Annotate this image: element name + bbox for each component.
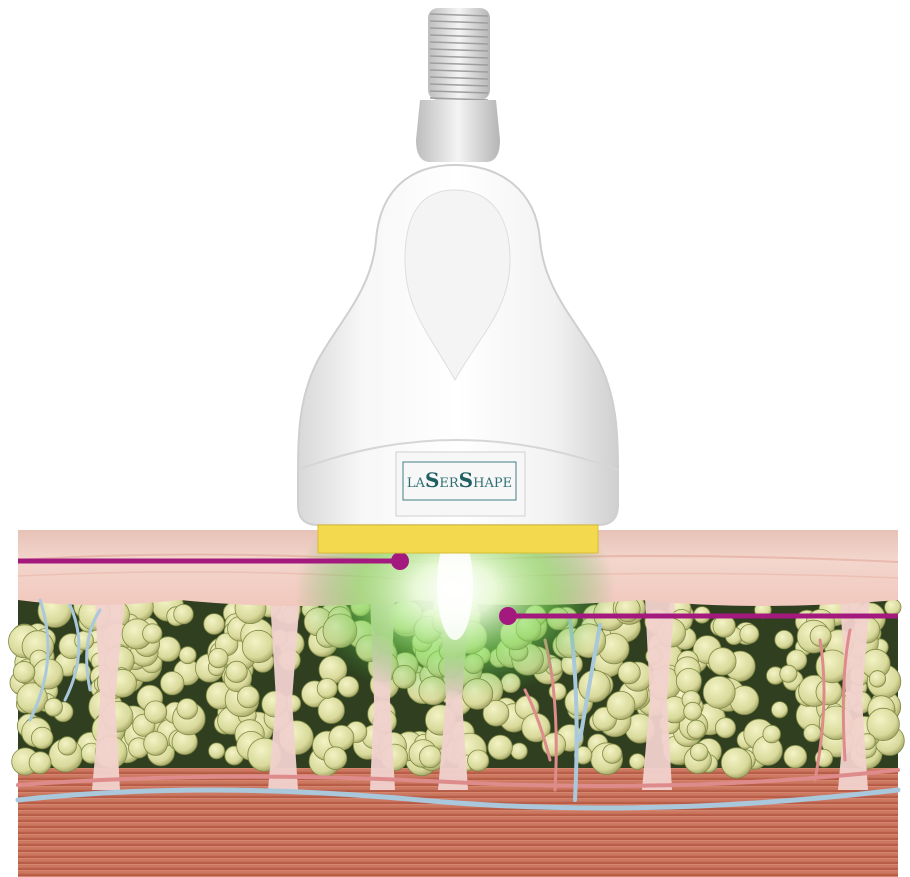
fat-cell — [690, 743, 708, 761]
fat-cell — [143, 624, 162, 643]
fat-cell — [29, 752, 51, 774]
fat-cell — [177, 699, 198, 720]
laser-handpiece-icon: LASERSHAPE — [298, 8, 618, 553]
indicator-dot-skin — [391, 552, 409, 570]
fat-cell — [784, 745, 807, 768]
fat-cell — [579, 670, 611, 702]
fat-cell — [607, 691, 635, 719]
fat-cell — [144, 701, 166, 723]
fat-cell — [684, 702, 702, 720]
fat-cell — [45, 698, 63, 716]
fat-cell — [629, 754, 645, 770]
fat-cell — [468, 750, 489, 771]
fat-cell — [676, 668, 701, 693]
fat-cell — [237, 686, 259, 708]
fat-cell — [703, 676, 735, 708]
fat-cell — [324, 747, 347, 770]
fat-cell — [209, 743, 225, 759]
fat-cell — [144, 732, 168, 756]
fat-cell — [772, 702, 788, 718]
fat-cell — [511, 743, 527, 759]
fat-cell — [721, 748, 751, 778]
fat-cell — [161, 672, 184, 695]
fat-cell — [58, 737, 76, 755]
fat-cell — [804, 725, 821, 742]
fat-cell — [780, 665, 797, 682]
fat-cell — [885, 599, 901, 615]
fat-cell — [31, 727, 53, 749]
fat-cell — [775, 630, 794, 649]
fat-cell — [488, 735, 512, 759]
indicator-dot-fat — [499, 607, 517, 625]
fat-cell — [329, 725, 354, 750]
fat-cell — [715, 718, 735, 738]
fat-cell — [242, 630, 274, 662]
fat-cell — [603, 744, 622, 763]
fat-cell — [179, 647, 196, 664]
fat-cell — [869, 671, 885, 687]
fat-cell — [618, 662, 640, 684]
fat-cell — [174, 604, 194, 624]
fat-cell — [317, 678, 337, 698]
fat-cell — [816, 679, 842, 705]
fat-cell — [226, 661, 247, 682]
fat-cell — [709, 648, 736, 675]
fat-cell — [318, 697, 344, 723]
fat-cell — [740, 625, 759, 644]
fat-cell — [204, 614, 225, 635]
fat-cell — [338, 676, 359, 697]
fat-cell — [763, 725, 781, 743]
fat-cell — [209, 648, 228, 667]
fat-cell — [419, 746, 441, 768]
fat-cell — [13, 661, 35, 683]
treatment-tip — [318, 525, 598, 553]
fat-cell — [687, 720, 705, 738]
